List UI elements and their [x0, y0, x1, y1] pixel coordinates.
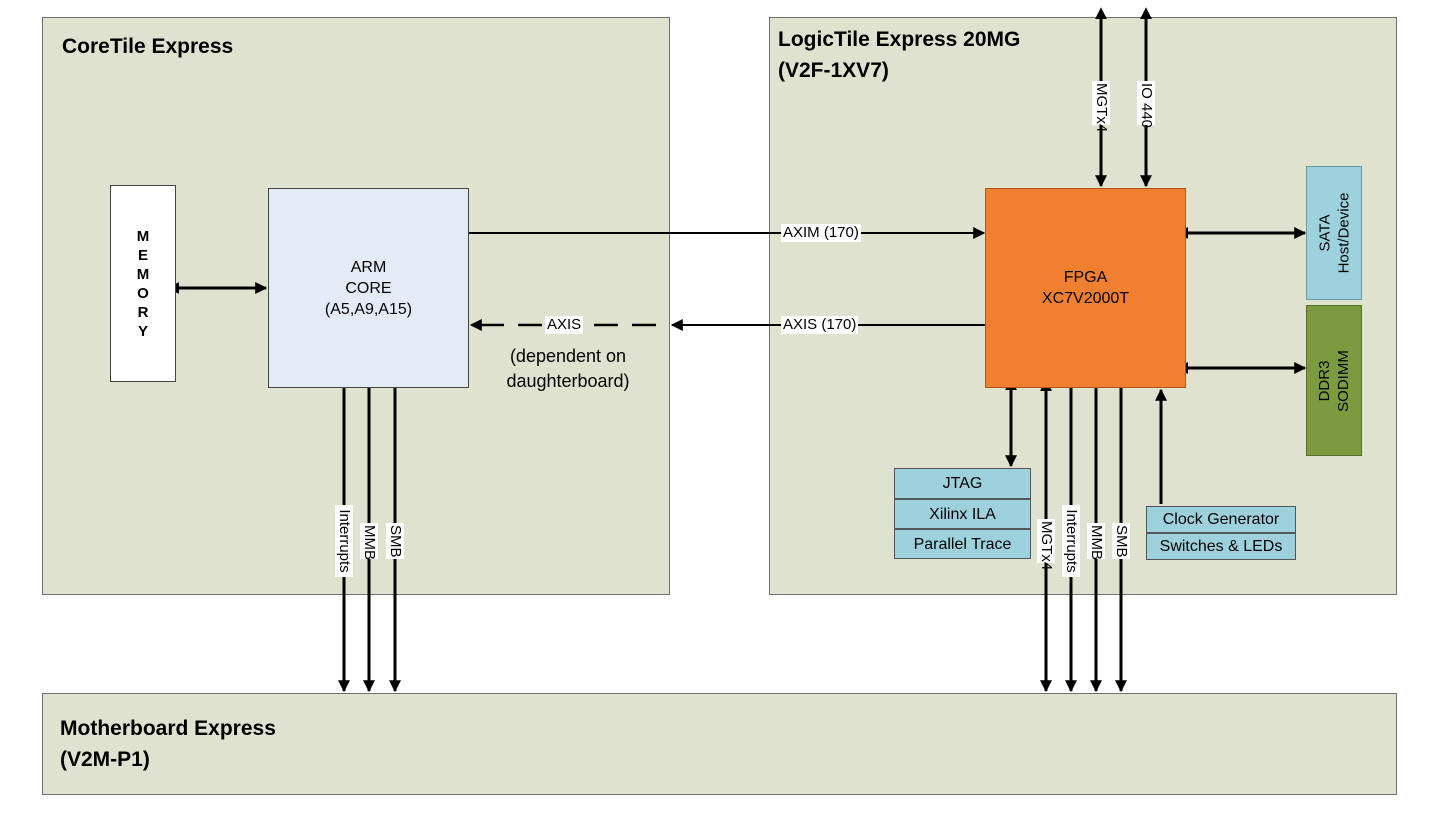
sata-line1: SATA — [1316, 214, 1334, 252]
switches-leds-block: Switches & LEDs — [1146, 533, 1296, 560]
xilinx-ila-block: Xilinx ILA — [894, 499, 1031, 529]
memory-letter: O — [137, 284, 149, 302]
coretile-title: CoreTile Express — [62, 35, 234, 58]
sata-label: SATA Host/Device — [1315, 193, 1353, 274]
motherboard-panel — [42, 693, 1397, 795]
arm-core-line3: (A5,A9,A15) — [324, 300, 413, 318]
arm-mmb-label: MMB — [360, 523, 378, 560]
ddr3-label: DDR3 SODIMM — [1315, 350, 1353, 412]
jtag-block: JTAG — [894, 468, 1031, 499]
fpga-block: FPGA XC7V2000T — [985, 188, 1186, 388]
ddr3-block: DDR3 SODIMM — [1306, 305, 1362, 456]
parallel-trace-block: Parallel Trace — [894, 529, 1031, 559]
fpga-line2: XC7V2000T — [1041, 290, 1130, 307]
arm-interrupts-label: Interrupts — [335, 505, 353, 577]
parallel-trace-label: Parallel Trace — [913, 535, 1012, 553]
sata-block: SATA Host/Device — [1306, 166, 1362, 300]
logictile-subtitle: (V2F-1XV7) — [778, 59, 889, 82]
fpga-smb-label: SMB — [1112, 523, 1130, 559]
arm-core-line1: ARM — [350, 258, 387, 276]
dependent-note: (dependent on daughterboard) — [488, 344, 648, 394]
memory-label: M E M O R Y — [137, 227, 150, 341]
clock-generator-label: Clock Generator — [1162, 511, 1280, 528]
memory-letter: E — [137, 246, 148, 264]
clock-generator-block: Clock Generator — [1146, 506, 1296, 533]
memory-block: M E M O R Y — [110, 185, 176, 382]
dependent-line1: (dependent on — [509, 346, 627, 366]
fpga-interrupts-label: Interrupts — [1062, 505, 1080, 577]
jtag-label: JTAG — [942, 475, 983, 492]
memory-letter: R — [137, 303, 149, 321]
memory-letter: M — [136, 265, 150, 283]
fpga-mmb-label: MMB — [1087, 523, 1105, 560]
ddr3-line1: DDR3 — [1316, 360, 1334, 401]
top-mgtx4-label: MGTx4 — [1092, 81, 1110, 133]
axis-label: AXIS (170) — [781, 316, 859, 334]
axis-dashed-label: AXIS — [545, 316, 584, 334]
ddr3-line2: SODIMM — [1335, 349, 1353, 412]
sata-line2: Host/Device — [1335, 192, 1353, 274]
xilinx-ila-label: Xilinx ILA — [929, 505, 996, 523]
dependent-line2: daughterboard) — [506, 371, 630, 391]
logictile-title: LogicTile Express 20MG — [778, 28, 1021, 51]
arm-core-block: ARM CORE (A5,A9,A15) — [268, 188, 469, 388]
fpga-line1: FPGA — [1063, 269, 1108, 286]
arm-smb-label: SMB — [386, 523, 404, 559]
motherboard-title: Motherboard Express — [60, 717, 276, 740]
motherboard-subtitle: (V2M-P1) — [60, 748, 150, 771]
axim-label: AXIM (170) — [781, 224, 861, 242]
bottom-mgtx4-label: MGTx4 — [1037, 519, 1055, 571]
switches-leds-label: Switches & LEDs — [1159, 538, 1283, 555]
memory-letter: M — [136, 227, 150, 245]
top-io440-label: IO 440 — [1137, 81, 1155, 129]
arm-core-line2: CORE — [345, 279, 392, 297]
memory-letter: Y — [137, 322, 148, 340]
